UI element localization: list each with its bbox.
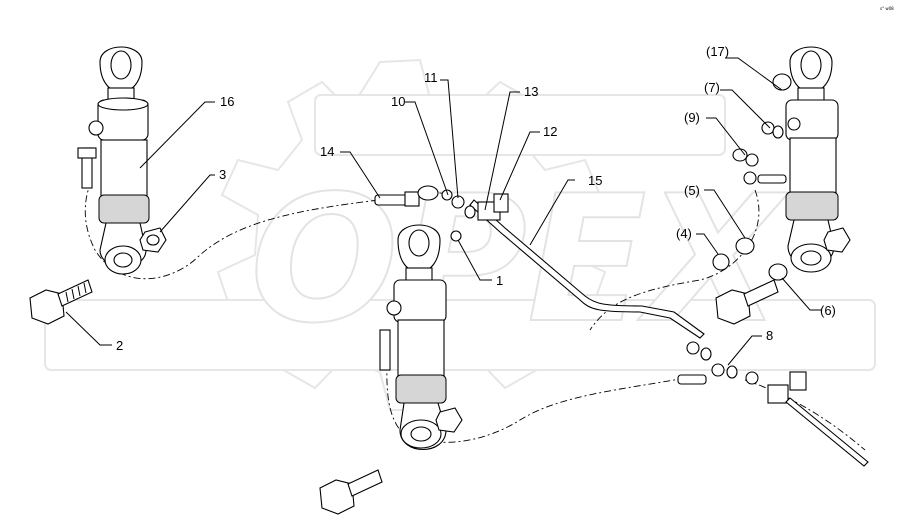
callout-10: 10 bbox=[391, 94, 405, 109]
bushing-6 bbox=[768, 263, 788, 281]
hex-nut-left bbox=[139, 227, 167, 253]
right-hydraulic-cylinder bbox=[785, 46, 851, 273]
clamp-bracket-lower bbox=[767, 371, 869, 467]
hose-bottom bbox=[386, 339, 686, 443]
left-hydraulic-cylinder bbox=[77, 46, 150, 275]
corner-mark: s° w08 bbox=[880, 6, 894, 11]
callout-17: (17) bbox=[706, 44, 729, 59]
callout-3: 3 bbox=[219, 167, 226, 182]
callout-14: 14 bbox=[320, 144, 334, 159]
bolt-right bbox=[715, 279, 779, 325]
callout-12: 12 bbox=[543, 124, 557, 139]
callout-2: 2 bbox=[116, 338, 123, 353]
callout-5: (5) bbox=[684, 183, 700, 198]
watermark-text: OPEX bbox=[250, 159, 790, 362]
callout-6: (6) bbox=[820, 303, 836, 318]
fitting-7 bbox=[761, 121, 784, 139]
callout-9: (9) bbox=[684, 110, 700, 125]
washer-4 bbox=[712, 253, 730, 271]
middle-hydraulic-cylinder bbox=[379, 224, 463, 451]
hydraulic-pipe bbox=[469, 199, 705, 339]
bushing-5 bbox=[735, 237, 755, 255]
callout-11: 11 bbox=[424, 70, 438, 85]
callout-8: 8 bbox=[766, 328, 773, 343]
callout-1: 1 bbox=[496, 273, 503, 288]
callout-16: 16 bbox=[220, 94, 234, 109]
hose-fitting-14 bbox=[374, 185, 476, 219]
callout-7: (7) bbox=[704, 80, 720, 95]
callout-15: 15 bbox=[588, 173, 602, 188]
fitting-9 bbox=[732, 148, 787, 185]
bolt-left bbox=[29, 279, 93, 325]
callout-13: 13 bbox=[524, 84, 538, 99]
leader-lines bbox=[65, 57, 822, 366]
ring-17 bbox=[772, 73, 792, 91]
hose-right-lower bbox=[744, 379, 866, 451]
hose-left bbox=[84, 179, 379, 280]
clamp-bracket-13 bbox=[450, 193, 509, 242]
hose-fitting-8 bbox=[677, 341, 759, 385]
bolt-bottom bbox=[319, 469, 383, 515]
callout-4: (4) bbox=[676, 226, 692, 241]
